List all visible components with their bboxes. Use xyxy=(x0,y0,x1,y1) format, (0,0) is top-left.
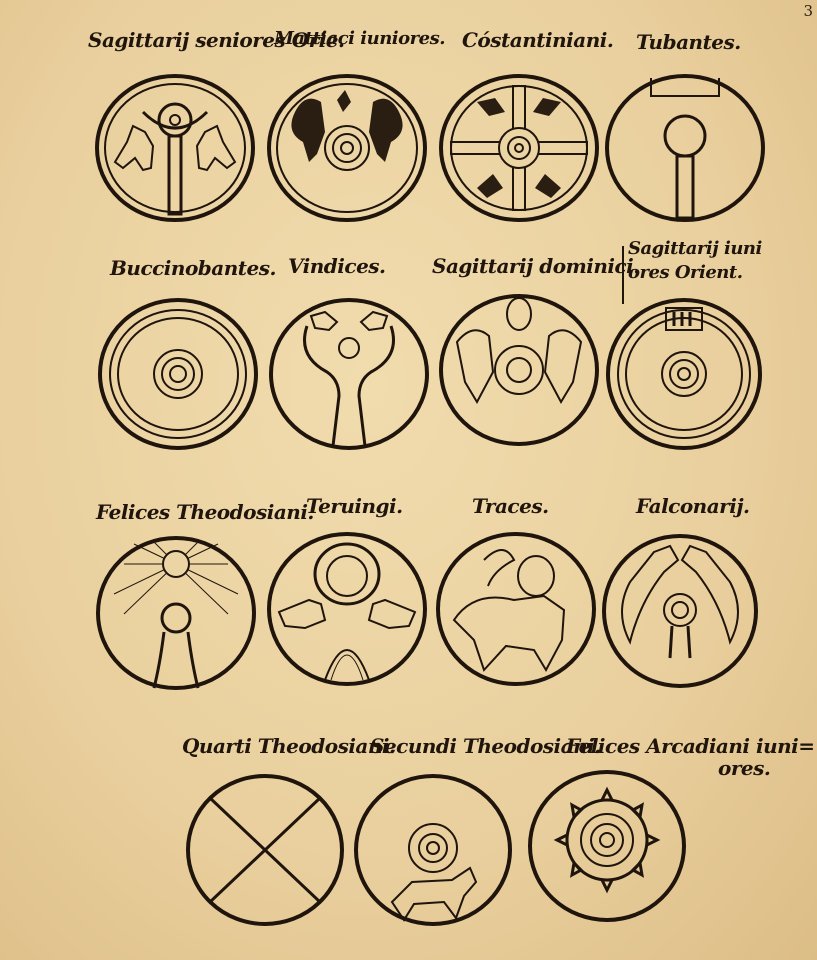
label-sagittarii-iuniores: Sagittarij iuni xyxy=(628,238,762,259)
label-felices-theodosiani: Felices Theodosiani. xyxy=(96,500,314,524)
secundi-theodosiani-shield xyxy=(352,772,514,928)
label-vindices: Vindices. xyxy=(288,254,386,278)
label-ores: ores. xyxy=(718,756,771,780)
felices-arcadiani-iuniores-shield xyxy=(526,768,688,924)
label-buccinobantes: Buccinobantes. xyxy=(110,256,276,280)
divider-line xyxy=(622,246,624,304)
label-tubantes: Tubantes. xyxy=(636,30,741,54)
label-falconarii: Falconarij. xyxy=(636,494,750,518)
label-felices-arcadiani-iuniores: Felices Arcadiani iuni= xyxy=(566,734,815,758)
mattiaci-iuniores-shield xyxy=(265,72,429,224)
label-quarti-theodosiani: Quarti Theodosiani. xyxy=(182,734,396,758)
sagittarii-iuniores-orientales-shield xyxy=(604,292,764,452)
label-traces: Traces. xyxy=(472,494,549,518)
sagittarii-seniores-orientales-shield xyxy=(93,72,257,224)
label-secundi-theodosiani: Secundi Theodosiani. xyxy=(370,734,601,758)
label-sagittarii-dominici: Sagittarij dominici. xyxy=(432,254,640,278)
label-sagittarii-seniores: Sagittarij seniores Orie. xyxy=(88,28,345,52)
constantiniani-shield xyxy=(437,72,601,224)
page-number: 3 xyxy=(803,2,813,20)
buccinobantes-shield xyxy=(96,296,260,452)
quarti-theodosiani-shield xyxy=(184,772,346,928)
label-teruingi: Teruingi. xyxy=(306,494,403,518)
label-constantiniani: Cóstantiniani. xyxy=(462,28,614,52)
teruingi-shield xyxy=(265,530,429,688)
label-mattiaci-iuniores: Mattiaci iuniores. xyxy=(274,28,445,49)
falconarii-shield xyxy=(600,532,760,690)
felices-theodosiani-shield xyxy=(94,534,258,692)
tubantes-shield xyxy=(603,72,767,224)
label-ores-orient: ores Orient. xyxy=(628,262,743,283)
vindices-shield xyxy=(267,296,431,452)
sagittarii-dominici-shield xyxy=(437,292,601,448)
traces-shield xyxy=(434,530,598,688)
